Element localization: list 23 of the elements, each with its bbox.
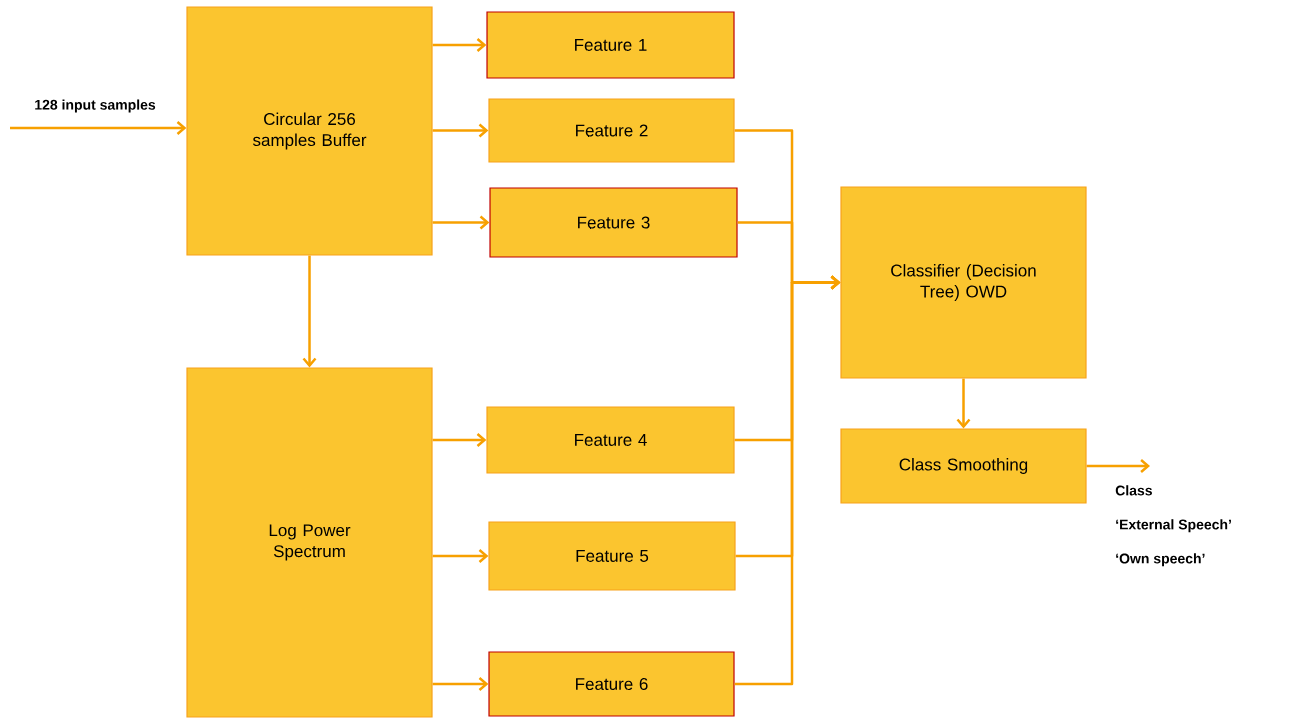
arrow xyxy=(432,215,490,230)
arrow xyxy=(432,677,489,691)
arrow xyxy=(734,275,841,686)
feature-box: Feature 3 xyxy=(489,187,738,258)
feature-box: Feature 6 xyxy=(488,651,735,717)
arrow xyxy=(432,433,487,447)
feature-box: Feature 1 xyxy=(486,11,735,79)
process-box: Classifier (Decision Tree) OWD xyxy=(840,186,1087,379)
arrow xyxy=(956,378,971,429)
process-box: Log Power Spectrum xyxy=(186,367,433,718)
arrow xyxy=(432,549,489,563)
arrow xyxy=(302,255,317,368)
arrow xyxy=(432,38,487,52)
arrow xyxy=(1086,459,1150,473)
arrow xyxy=(432,123,489,138)
output-label: 128 input samples xyxy=(35,99,156,113)
process-box: Class Smoothing xyxy=(840,428,1087,504)
feature-box: Feature 2 xyxy=(488,98,735,163)
feature-box: Feature 5 xyxy=(488,521,736,591)
output-text: Class ‘External Speech’ ‘Own speech’ xyxy=(1115,485,1231,567)
arrow xyxy=(10,121,187,135)
process-box: Circular 256 samples Buffer xyxy=(186,6,433,256)
feature-box: Feature 4 xyxy=(486,406,735,474)
